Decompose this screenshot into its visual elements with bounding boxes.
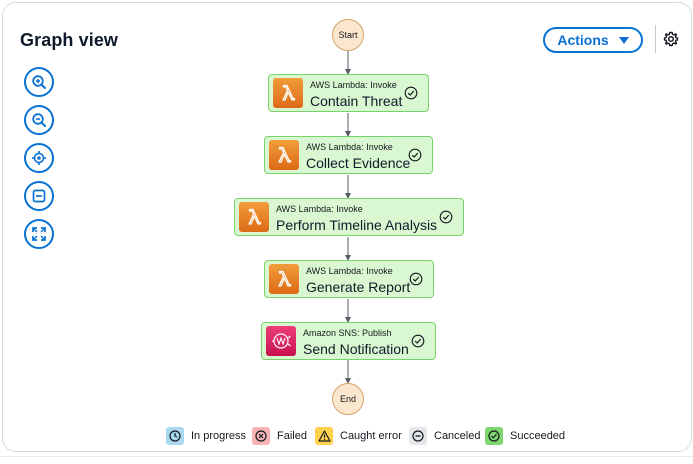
clock-icon [166,427,184,445]
zoom-out-button[interactable] [24,105,54,135]
zoom-in-icon [32,75,46,89]
step-name: Perform Timeline Analysis [276,217,438,233]
warning-icon [315,427,333,445]
check-circle-icon [411,334,425,348]
step-name: Send Notification [303,341,409,357]
zoom-out-icon [32,113,46,127]
step-name: Contain Threat [310,93,403,109]
actions-button[interactable]: Actions [543,27,643,53]
end-node[interactable]: End [332,383,364,415]
start-label: Start [338,30,358,40]
expand-icon [32,227,46,241]
check-circle-icon [439,210,453,224]
center-button[interactable] [24,143,54,173]
legend-label: Succeeded [510,430,566,442]
legend-succeeded: Succeeded [485,427,565,445]
step-send-notification[interactable]: Amazon SNS: Publish Send Notification [261,322,436,360]
fullscreen-button[interactable] [24,219,54,249]
check-circle-icon [485,427,503,445]
sns-icon [266,326,296,356]
check-circle-icon [404,86,418,100]
step-generate-report[interactable]: AWS Lambda: Invoke Generate Report [264,260,434,298]
step-service-label: AWS Lambda: Invoke [306,142,393,152]
divider [655,25,656,53]
step-service-label: AWS Lambda: Invoke [276,204,363,214]
fit-button[interactable] [24,181,54,211]
fit-icon [32,189,46,203]
step-service-label: AWS Lambda: Invoke [306,266,393,276]
legend-failed: Failed [252,427,307,445]
actions-button-label: Actions [557,32,609,48]
divider [0,456,693,457]
crosshair-icon [32,151,46,165]
legend-label: In progress [191,430,247,442]
check-circle-icon [409,272,423,286]
legend-canceled: Canceled [409,427,480,445]
step-name: Collect Evidence [306,155,411,171]
step-service-label: Amazon SNS: Publish [303,328,392,338]
lambda-icon [269,140,299,170]
step-name: Generate Report [306,279,411,295]
start-node[interactable]: Start [332,19,364,51]
x-circle-icon [252,427,270,445]
lambda-icon [239,202,269,232]
lambda-icon [273,78,303,108]
step-service-label: AWS Lambda: Invoke [310,80,397,90]
check-circle-icon [408,148,422,162]
caret-down-icon [618,36,629,44]
zoom-in-button[interactable] [24,67,54,97]
legend-label: Canceled [434,430,481,442]
step-collect-evidence[interactable]: AWS Lambda: Invoke Collect Evidence [264,136,433,174]
minus-circle-icon [409,427,427,445]
legend-caught-error: Caught error [315,427,402,445]
legend-in-progress: In progress [166,427,246,445]
end-label: End [339,394,356,404]
step-contain-threat[interactable]: AWS Lambda: Invoke Contain Threat [268,74,429,112]
gear-icon[interactable] [663,31,679,47]
step-perform-timeline-analysis[interactable]: AWS Lambda: Invoke Perform Timeline Anal… [234,198,464,236]
legend-label: Caught error [340,430,402,442]
lambda-icon [269,264,299,294]
legend-label: Failed [277,430,307,442]
page-title: Graph view [20,30,119,50]
